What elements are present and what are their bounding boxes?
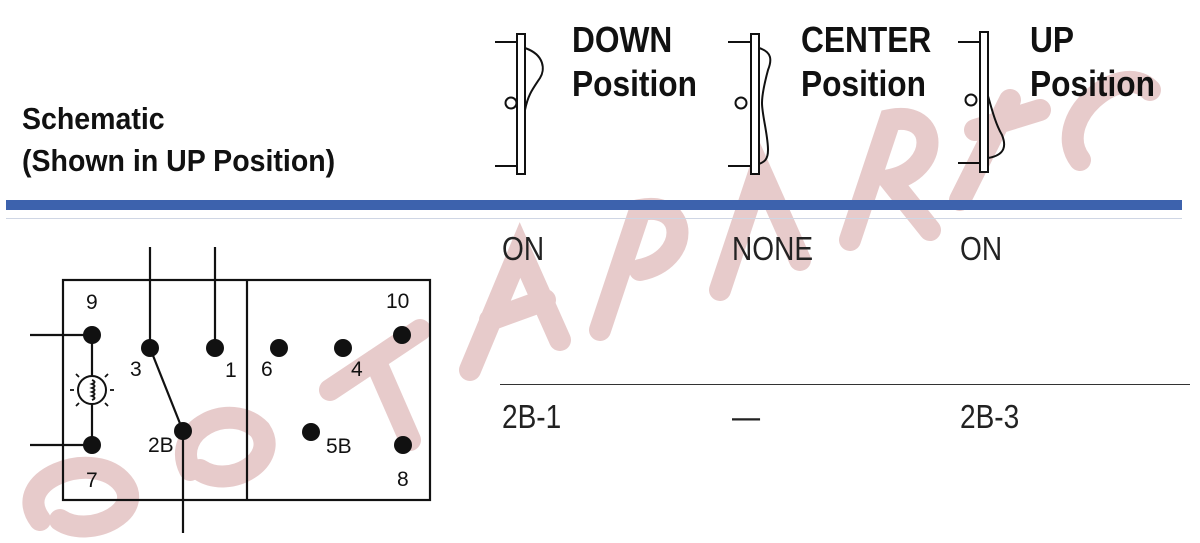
down-label-line2: Position <box>572 63 697 104</box>
terminal-2b-label: 2B <box>148 434 174 457</box>
terminal-9-dot <box>83 326 101 344</box>
terminal-8-dot <box>394 436 412 454</box>
terminal-dots <box>83 326 412 454</box>
terminal-4-dot <box>334 339 352 357</box>
rocker-center-icon <box>728 33 772 175</box>
up-position-label: UP Position <box>1030 18 1155 106</box>
terminal-8-label: 8 <box>397 468 409 491</box>
down-circuit: 2B-1 <box>502 398 562 435</box>
title-line-2: (Shown in UP Position) <box>22 143 336 178</box>
up-label-line1: UP <box>1030 19 1075 60</box>
up-function: ON <box>960 230 1003 267</box>
terminal-1-label: 1 <box>225 359 237 382</box>
down-function: ON <box>502 230 545 267</box>
header-divider-thin <box>6 218 1182 219</box>
terminal-6-label: 6 <box>261 358 273 381</box>
down-position-label: DOWN Position <box>572 18 697 106</box>
row-divider <box>500 384 1190 385</box>
switch-schematic <box>30 247 432 533</box>
terminal-5b-label: 5B <box>326 435 352 458</box>
terminal-7-dot <box>83 436 101 454</box>
terminal-10-label: 10 <box>386 290 409 313</box>
terminal-1-dot <box>206 339 224 357</box>
terminal-2b-dot <box>174 422 192 440</box>
lamp-icon <box>70 368 114 412</box>
up-label-line2: Position <box>1030 63 1155 104</box>
schematic-title: Schematic (Shown in UP Position) <box>22 98 335 182</box>
terminal-3-label: 3 <box>130 358 142 381</box>
center-function: NONE <box>732 230 814 267</box>
terminal-7-label: 7 <box>86 469 98 492</box>
rocker-down-icon <box>495 33 544 175</box>
rocker-up-icon <box>958 31 1006 173</box>
title-line-1: Schematic <box>22 101 165 136</box>
terminal-10-dot <box>393 326 411 344</box>
terminal-4-label: 4 <box>351 358 363 381</box>
center-label-line2: Position <box>801 63 926 104</box>
center-position-label: CENTER Position <box>801 18 931 106</box>
down-label-line1: DOWN <box>572 19 673 60</box>
terminal-3-dot <box>141 339 159 357</box>
terminal-6-dot <box>270 339 288 357</box>
up-circuit: 2B-3 <box>960 398 1020 435</box>
center-label-line1: CENTER <box>801 19 932 60</box>
header-divider-bar <box>6 200 1182 210</box>
center-circuit: — <box>732 398 761 435</box>
terminal-5b-dot <box>302 423 320 441</box>
terminal-9-label: 9 <box>86 291 98 314</box>
